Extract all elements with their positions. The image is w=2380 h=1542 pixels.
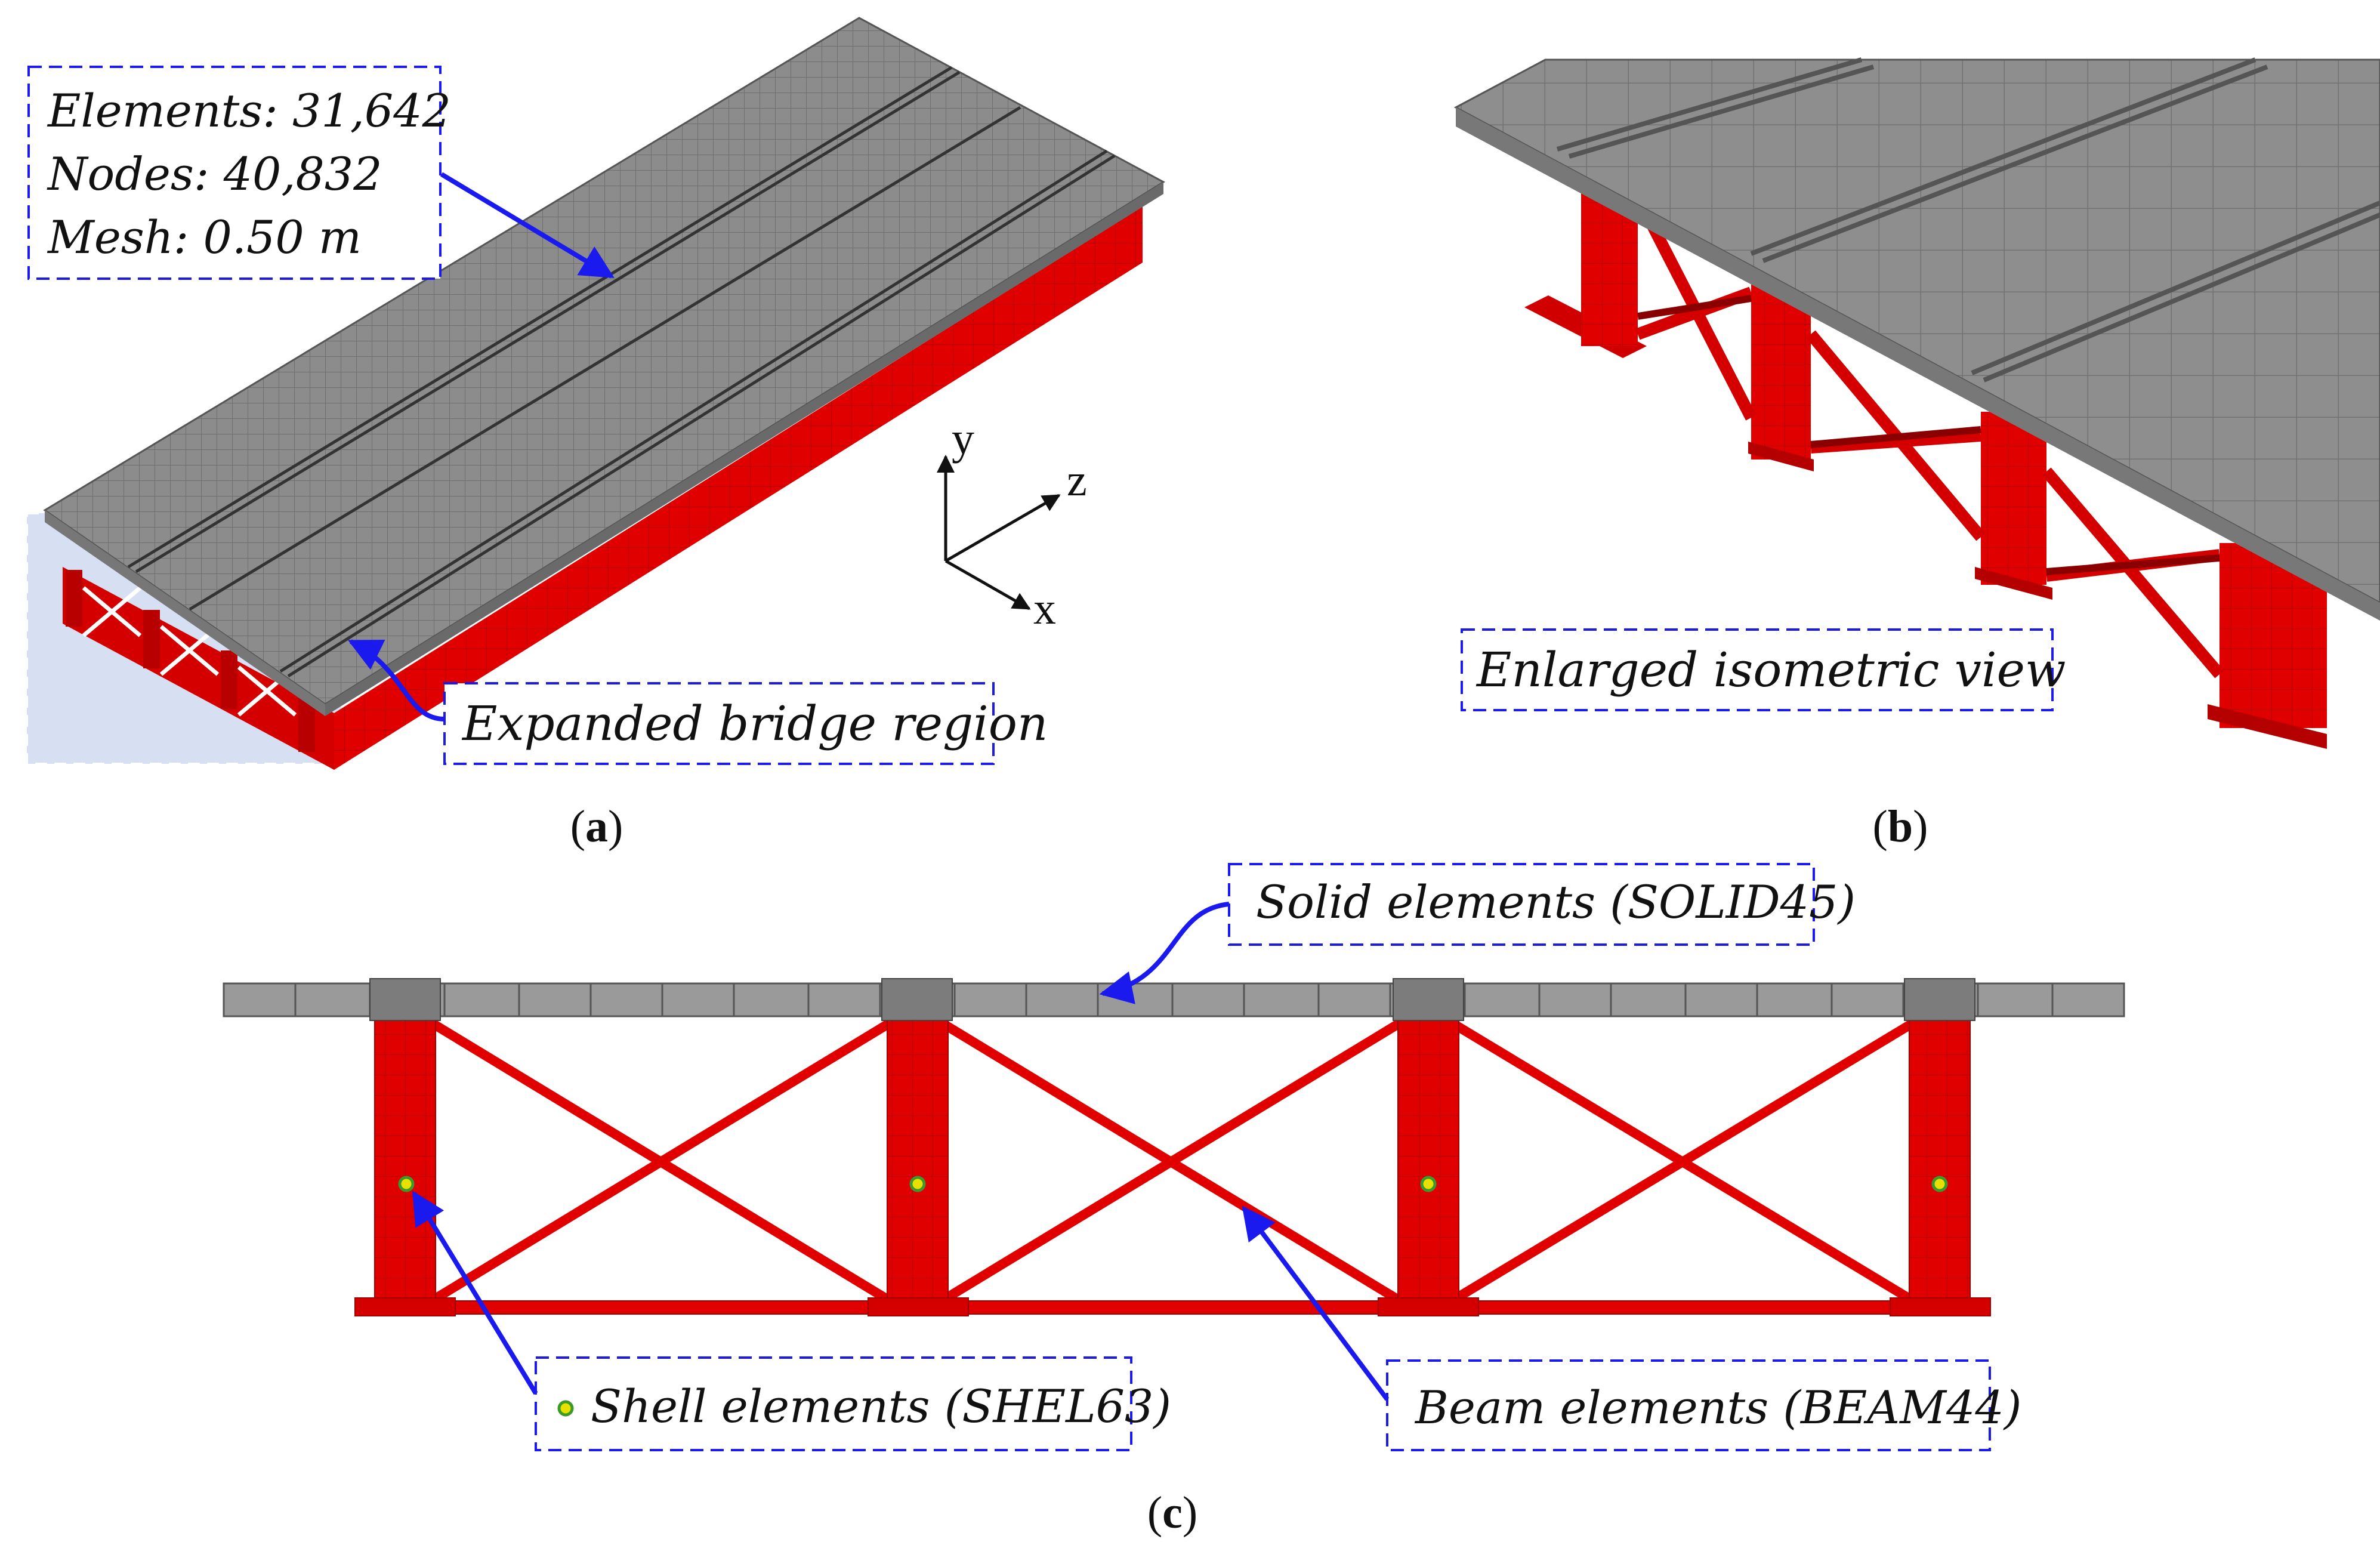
node-marker-1: [398, 1176, 415, 1192]
elements-count-text: Elements: 31,642: [47, 84, 451, 137]
deck-front-edge: [45, 510, 325, 716]
beam-elements-label: Beam elements (BEAM44): [1414, 1381, 2021, 1434]
caption-a: (a): [570, 801, 623, 852]
girder-c2: [887, 1016, 949, 1303]
node-marker-4: [1931, 1176, 1948, 1192]
solid-elements-box: [1228, 863, 1815, 946]
mesh-size-text: Mesh: 0.50 m: [47, 211, 362, 264]
caption-c: (c): [1147, 1488, 1197, 1538]
panel-a: Elements: 31,642 Nodes: 40,832 Mesh: 0.5…: [26, 17, 1165, 852]
shell-elements-label: Shell elements (SHEL63): [591, 1380, 1171, 1433]
deck-longitudinal-lines: [127, 66, 1116, 678]
beam-elements-box: [1386, 1359, 1991, 1451]
shell-node-markers: [398, 1176, 1948, 1192]
girder-side-long: [334, 206, 1143, 770]
panel-c: Solid elements (SOLID45) Shell elements …: [223, 863, 2125, 1538]
beam-elements-arrow: [1242, 1205, 1390, 1401]
shell-legend-dot: [557, 1400, 574, 1417]
expanded-region-arrow: [347, 639, 445, 721]
y-axis-label: y: [952, 414, 974, 464]
girder-end-face: [63, 567, 334, 770]
girder-b3-web: [1981, 412, 2046, 585]
girder-c3: [1397, 1016, 1459, 1303]
end-girder-webs: [66, 570, 315, 752]
enlarged-view-label: Enlarged isometric view: [1475, 642, 2066, 698]
caption-b: (b): [1873, 801, 1928, 852]
deck-side-edge: [325, 182, 1163, 716]
side-deck-divisions: [294, 983, 2054, 1016]
girder-c1: [374, 1016, 436, 1303]
node-marker-3: [1420, 1176, 1437, 1192]
x-axis-line: [944, 559, 1031, 610]
shell-elements-box: [535, 1356, 1132, 1451]
solid-elements-arrow: [1099, 902, 1230, 1004]
z-axis-label: z: [1067, 455, 1087, 505]
solid-elements-label: Solid elements (SOLID45): [1256, 875, 1856, 929]
bottom-chord-beam: [357, 1300, 1990, 1315]
stats-box: [27, 66, 442, 280]
z-axis-line: [944, 494, 1061, 563]
side-deck-slab: [223, 982, 2125, 1017]
coordinate-axes: y z x: [937, 414, 1087, 634]
nodes-count-text: Nodes: 40,832: [47, 147, 382, 201]
enlarged-view-box: [1461, 628, 2054, 711]
x-axis-label: x: [1033, 584, 1056, 634]
expanded-region-box: [443, 682, 995, 765]
expanded-region-label: Expanded bridge region: [461, 696, 1048, 751]
girder-top-bearings: [369, 978, 1975, 1021]
node-marker-2: [909, 1176, 926, 1192]
side-cross-bracing: [427, 1017, 1918, 1306]
enlarged-deck-lines: [1556, 57, 2380, 383]
girder-bottom-flanges: [354, 1297, 1991, 1316]
enlarged-deck-top: [1453, 58, 2380, 604]
shell-elements-arrow: [412, 1191, 538, 1395]
girder-c4: [1909, 1016, 1971, 1303]
stats-arrow: [440, 172, 615, 279]
enlarged-deck-edge: [1456, 107, 2380, 621]
girder-b4-flange: [2208, 704, 2327, 749]
panel-b: Enlarged isometric view (b): [1453, 57, 2380, 852]
girder-b2-flange: [1748, 442, 1814, 471]
girder-b3-flange: [1975, 567, 2052, 600]
enlarged-bottom-chords: [1637, 295, 2220, 575]
